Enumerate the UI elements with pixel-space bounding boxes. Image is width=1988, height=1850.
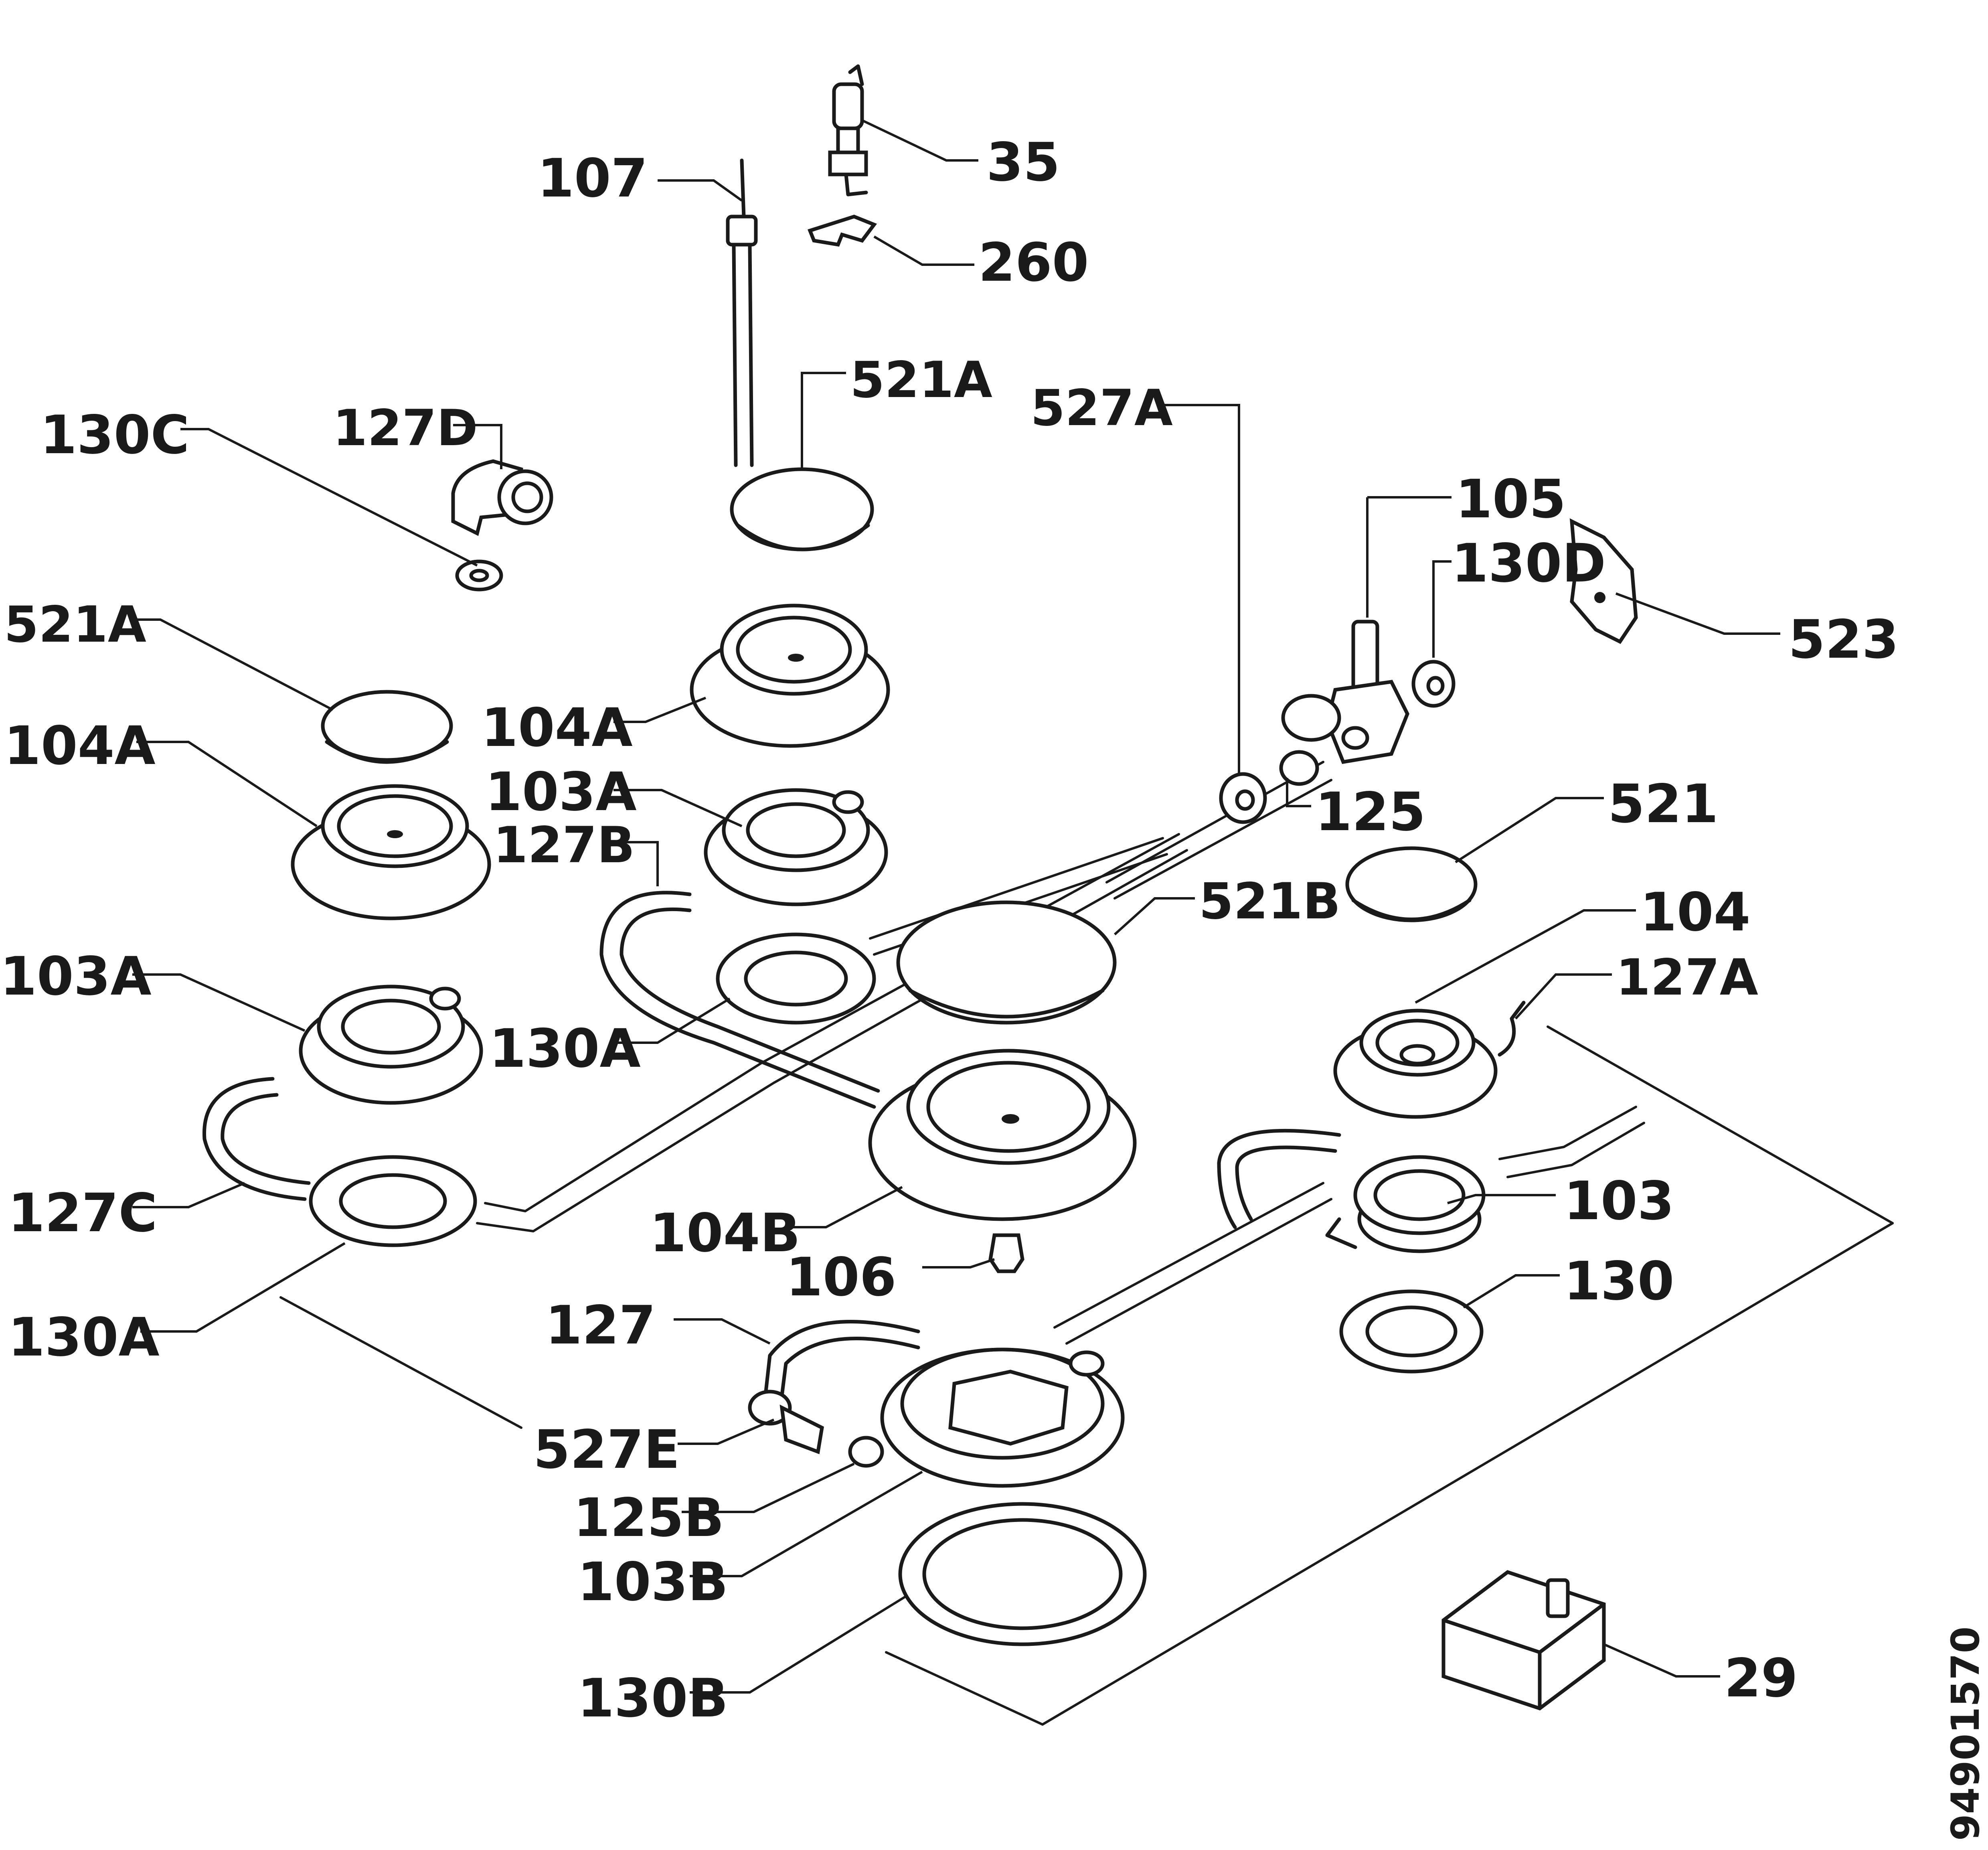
label-130C: 130C <box>40 404 189 466</box>
part-125B-jet <box>848 1436 884 1468</box>
part-130-gasket-right <box>1339 1289 1484 1374</box>
part-527A-nut <box>1219 772 1267 824</box>
label-106: 106 <box>786 1246 897 1308</box>
part-130A-gasket-left <box>309 1155 477 1247</box>
part-104B-burner-large <box>868 1049 1137 1221</box>
label-104B: 104B <box>650 1202 800 1264</box>
label-521B: 521B <box>1199 873 1340 930</box>
part-521A-cap-left <box>321 690 453 764</box>
part-labels: 35 107 260 521A 527A 130C 127D 105 130D … <box>0 132 1899 1729</box>
part-103A-burner-left <box>299 985 483 1105</box>
part-130A-gasket-center <box>716 932 876 1025</box>
label-103A-left: 103A <box>0 946 152 1007</box>
label-104A-left: 104A <box>4 715 156 777</box>
label-130A-center: 130A <box>489 1018 641 1080</box>
label-130A-left: 130A <box>8 1307 160 1368</box>
label-527E: 527E <box>533 1419 680 1481</box>
leader-lines <box>132 119 1780 1694</box>
part-127B-pipe <box>599 891 880 1109</box>
part-103-burner-right <box>1217 1129 1486 1253</box>
label-105: 105 <box>1456 468 1566 530</box>
part-29-ignition-box <box>1441 1570 1606 1711</box>
part-127-pipe <box>764 1320 920 1398</box>
part-527E-connector <box>748 1390 824 1455</box>
label-127B: 127B <box>493 817 635 874</box>
part-130D-washer <box>1411 660 1456 708</box>
document-id: 94901570 <box>1943 1627 1988 1841</box>
label-521A-top: 521A <box>850 351 992 409</box>
gas-pipe-right <box>1498 1106 1645 1178</box>
label-130D: 130D <box>1452 533 1606 594</box>
part-105-valve <box>1281 620 1409 764</box>
label-107: 107 <box>537 148 648 209</box>
label-523: 523 <box>1788 609 1899 671</box>
part-260-clip <box>808 215 877 247</box>
part-125-jet <box>1279 750 1319 786</box>
part-127D-elbow <box>451 459 553 536</box>
part-523-bracket <box>1569 518 1638 644</box>
part-104-burner-small <box>1333 1009 1498 1119</box>
label-521: 521 <box>1608 773 1719 835</box>
label-103B: 103B <box>577 1551 728 1613</box>
label-127: 127 <box>545 1295 656 1356</box>
label-127D: 127D <box>333 399 478 457</box>
part-35-spark-plug <box>828 64 868 197</box>
label-127C: 127C <box>8 1182 157 1244</box>
label-35: 35 <box>986 132 1060 193</box>
part-103A-burner-center <box>704 788 888 906</box>
label-130: 130 <box>1564 1250 1674 1312</box>
label-103: 103 <box>1564 1170 1674 1232</box>
part-104A-burner-left <box>291 784 491 920</box>
part-521-cap-right <box>1345 846 1478 922</box>
label-130B: 130B <box>577 1668 728 1729</box>
label-104: 104 <box>1640 881 1751 943</box>
label-521A-left: 521A <box>4 596 146 654</box>
part-106-injector <box>988 1233 1024 1273</box>
label-125: 125 <box>1315 781 1426 843</box>
part-130B-gasket-large <box>898 1502 1147 1646</box>
part-127C-pipe <box>202 1077 311 1201</box>
label-104A-center: 104A <box>481 697 633 759</box>
part-130C-washer <box>455 559 503 592</box>
hob-outline <box>279 1025 1894 1726</box>
part-107-thermocouple <box>726 158 758 467</box>
label-29: 29 <box>1724 1647 1798 1709</box>
label-127A: 127A <box>1616 949 1758 1007</box>
part-103B-burner-large <box>880 1347 1125 1488</box>
gas-pipe-front <box>1053 1182 1332 1345</box>
label-260: 260 <box>978 232 1089 294</box>
part-104A-burner-center <box>690 604 890 748</box>
label-125B: 125B <box>573 1487 724 1549</box>
label-527A: 527A <box>1030 379 1173 437</box>
part-521A-cap-top <box>730 467 874 551</box>
label-103A-center: 103A <box>485 761 637 823</box>
part-521B-cap-large <box>896 900 1117 1025</box>
part-127A-pipe <box>1498 1001 1526 1057</box>
